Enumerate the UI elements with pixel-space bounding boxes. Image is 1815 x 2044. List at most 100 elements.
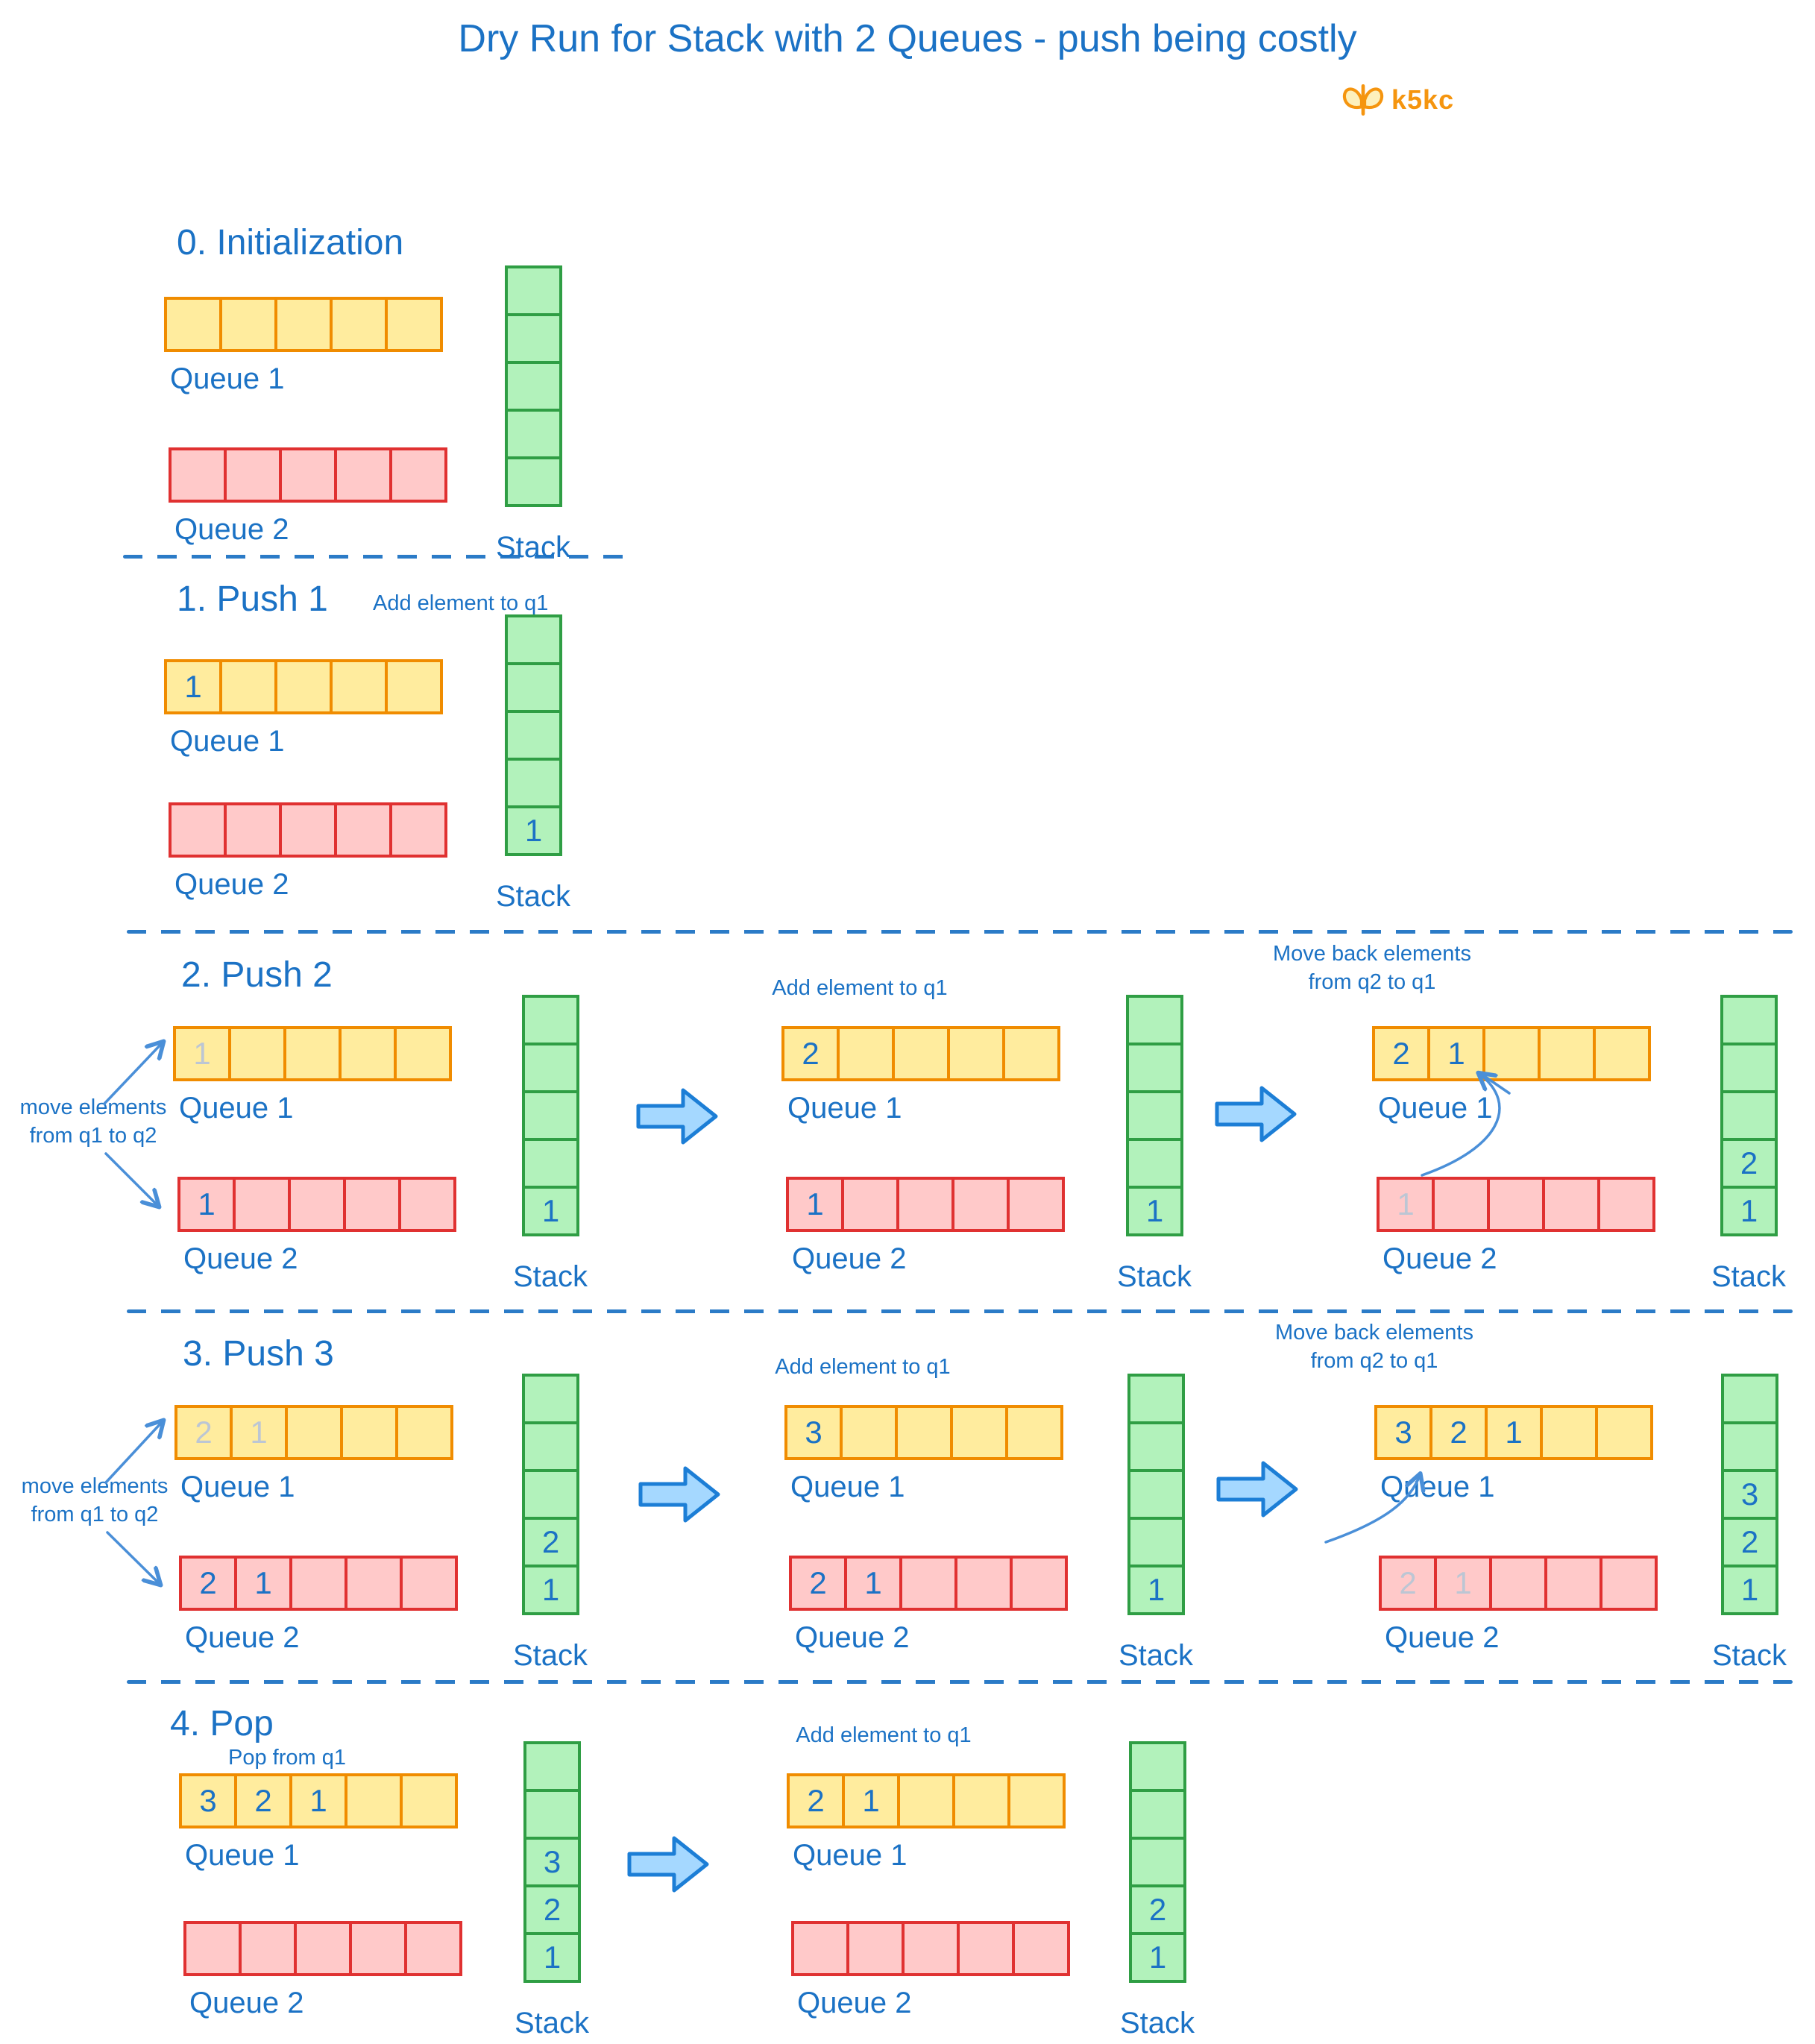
stack-cell: [505, 758, 562, 808]
stack-cell: [522, 1043, 579, 1093]
queue2: 1: [177, 1177, 456, 1232]
queue1-cell: [1007, 1773, 1066, 1828]
stack-cell: 1: [522, 1565, 579, 1615]
queue1-cell: [345, 1773, 403, 1828]
stack-cell: [1129, 1837, 1186, 1887]
big-arrow-icon: [626, 1833, 710, 1896]
queue2-cell: 1: [786, 1177, 844, 1232]
queue2: 1: [786, 1177, 1065, 1232]
stack-cell: [1126, 1138, 1183, 1189]
cell-value: 3: [1740, 1477, 1759, 1512]
queue2-label: Queue 2: [795, 1621, 910, 1654]
section-heading: 4. Pop: [170, 1704, 274, 1743]
queue2-cell: [224, 447, 282, 503]
queue1-cell: [400, 1773, 458, 1828]
queue1-label: Queue 1: [170, 362, 285, 395]
queue1-label: Queue 1: [787, 1092, 902, 1125]
cell-value: 2: [195, 1415, 213, 1450]
cell-value: 1: [864, 1565, 882, 1600]
stack-cell: [1721, 1374, 1778, 1424]
queue1-cell: [1002, 1026, 1060, 1081]
queue2-cell: [389, 802, 447, 858]
cell-value: 1: [862, 1783, 880, 1818]
queue1-cell: 2: [1372, 1026, 1430, 1081]
section-separator: [127, 1680, 1793, 1684]
stack-cell: [505, 614, 562, 665]
section-heading: 3. Push 3: [183, 1334, 334, 1374]
queue1-cell: [340, 1405, 398, 1460]
stack-cell: 3: [1721, 1469, 1778, 1520]
queue2: [169, 447, 447, 503]
stack-cell: [522, 995, 579, 1045]
section-heading: 0. Initialization: [177, 223, 404, 262]
cell-value: 1: [1740, 1572, 1759, 1607]
queue2-label: Queue 2: [185, 1621, 300, 1654]
cell-value: 1: [309, 1783, 327, 1818]
queue1-cell: [837, 1026, 895, 1081]
cell-value: 2: [802, 1036, 820, 1071]
section-separator: [127, 930, 1793, 934]
queue2-cell: 2: [1379, 1556, 1437, 1611]
cell-value: 2: [1399, 1565, 1417, 1600]
queue1-cell: [1593, 1026, 1651, 1081]
queue2: 1: [1377, 1177, 1655, 1232]
queue1-label: Queue 1: [179, 1092, 294, 1125]
section-heading: 1. Push 1: [177, 579, 328, 619]
queue1-label: Queue 1: [793, 1839, 908, 1872]
stack: 1: [522, 995, 579, 1236]
stack-cell: [1129, 1789, 1186, 1840]
cell-value: 1: [198, 1186, 216, 1221]
cell-value: 2: [1148, 1892, 1167, 1927]
cell-value: 1: [543, 1940, 562, 1975]
queue2-label: Queue 2: [1385, 1621, 1500, 1654]
cell-value: 1: [1740, 1193, 1758, 1228]
stack: 1: [1127, 1374, 1185, 1615]
queue2-cell: [1012, 1921, 1070, 1976]
stack-cell: [1126, 1043, 1183, 1093]
step-annotation-line: Pop from q1: [228, 1746, 346, 1770]
queue1-cell: [339, 1026, 397, 1081]
queue1-cell: [274, 659, 333, 714]
cell-value: 1: [541, 1193, 560, 1228]
step-annotation-line: Move back elements: [1275, 1321, 1473, 1345]
queue1-label: Queue 1: [1378, 1092, 1493, 1125]
big-arrow-icon: [1214, 1083, 1297, 1145]
stack-cell: [523, 1741, 581, 1792]
stack-label: Stack: [514, 2007, 590, 2040]
stack-cell: [522, 1090, 579, 1141]
cell-value: 1: [1145, 1193, 1164, 1228]
queue1-cell: 1: [173, 1026, 231, 1081]
cell-value: 1: [1147, 1572, 1166, 1607]
queue2-cell: [846, 1921, 905, 1976]
queue2-cell: [289, 1556, 347, 1611]
stack-cell: [505, 361, 562, 412]
step-annotation-line: Add element to q1: [775, 1355, 951, 1379]
stack-cell: [1129, 1741, 1186, 1792]
stack-cell: 2: [522, 1517, 579, 1567]
stack-cell: 2: [1721, 1517, 1778, 1567]
queue2-cell: [349, 1921, 407, 1976]
queue2-cell: [398, 1177, 456, 1232]
queue1-label: Queue 1: [170, 725, 285, 758]
queue1-cell: [1538, 1026, 1596, 1081]
queue1-cell: [285, 1405, 343, 1460]
queue1-cell: [330, 297, 388, 352]
queue2-cell: 1: [1434, 1556, 1492, 1611]
cell-value: 2: [1740, 1524, 1759, 1559]
stack-cell: [505, 456, 562, 507]
queue2-cell: [400, 1556, 458, 1611]
step-annotation-line: from q1 to q2: [29, 1124, 157, 1148]
queue2-cell: [954, 1556, 1013, 1611]
queue1-cell: [1005, 1405, 1063, 1460]
queue2-cell: [294, 1921, 352, 1976]
queue1-cell: [1540, 1405, 1598, 1460]
queue1-cell: [385, 659, 443, 714]
queue2-cell: [239, 1921, 297, 1976]
stack-cell: 1: [1127, 1565, 1185, 1615]
cell-value: 2: [543, 1892, 562, 1927]
cell-value: 3: [199, 1783, 217, 1818]
queue2-cell: [902, 1921, 960, 1976]
